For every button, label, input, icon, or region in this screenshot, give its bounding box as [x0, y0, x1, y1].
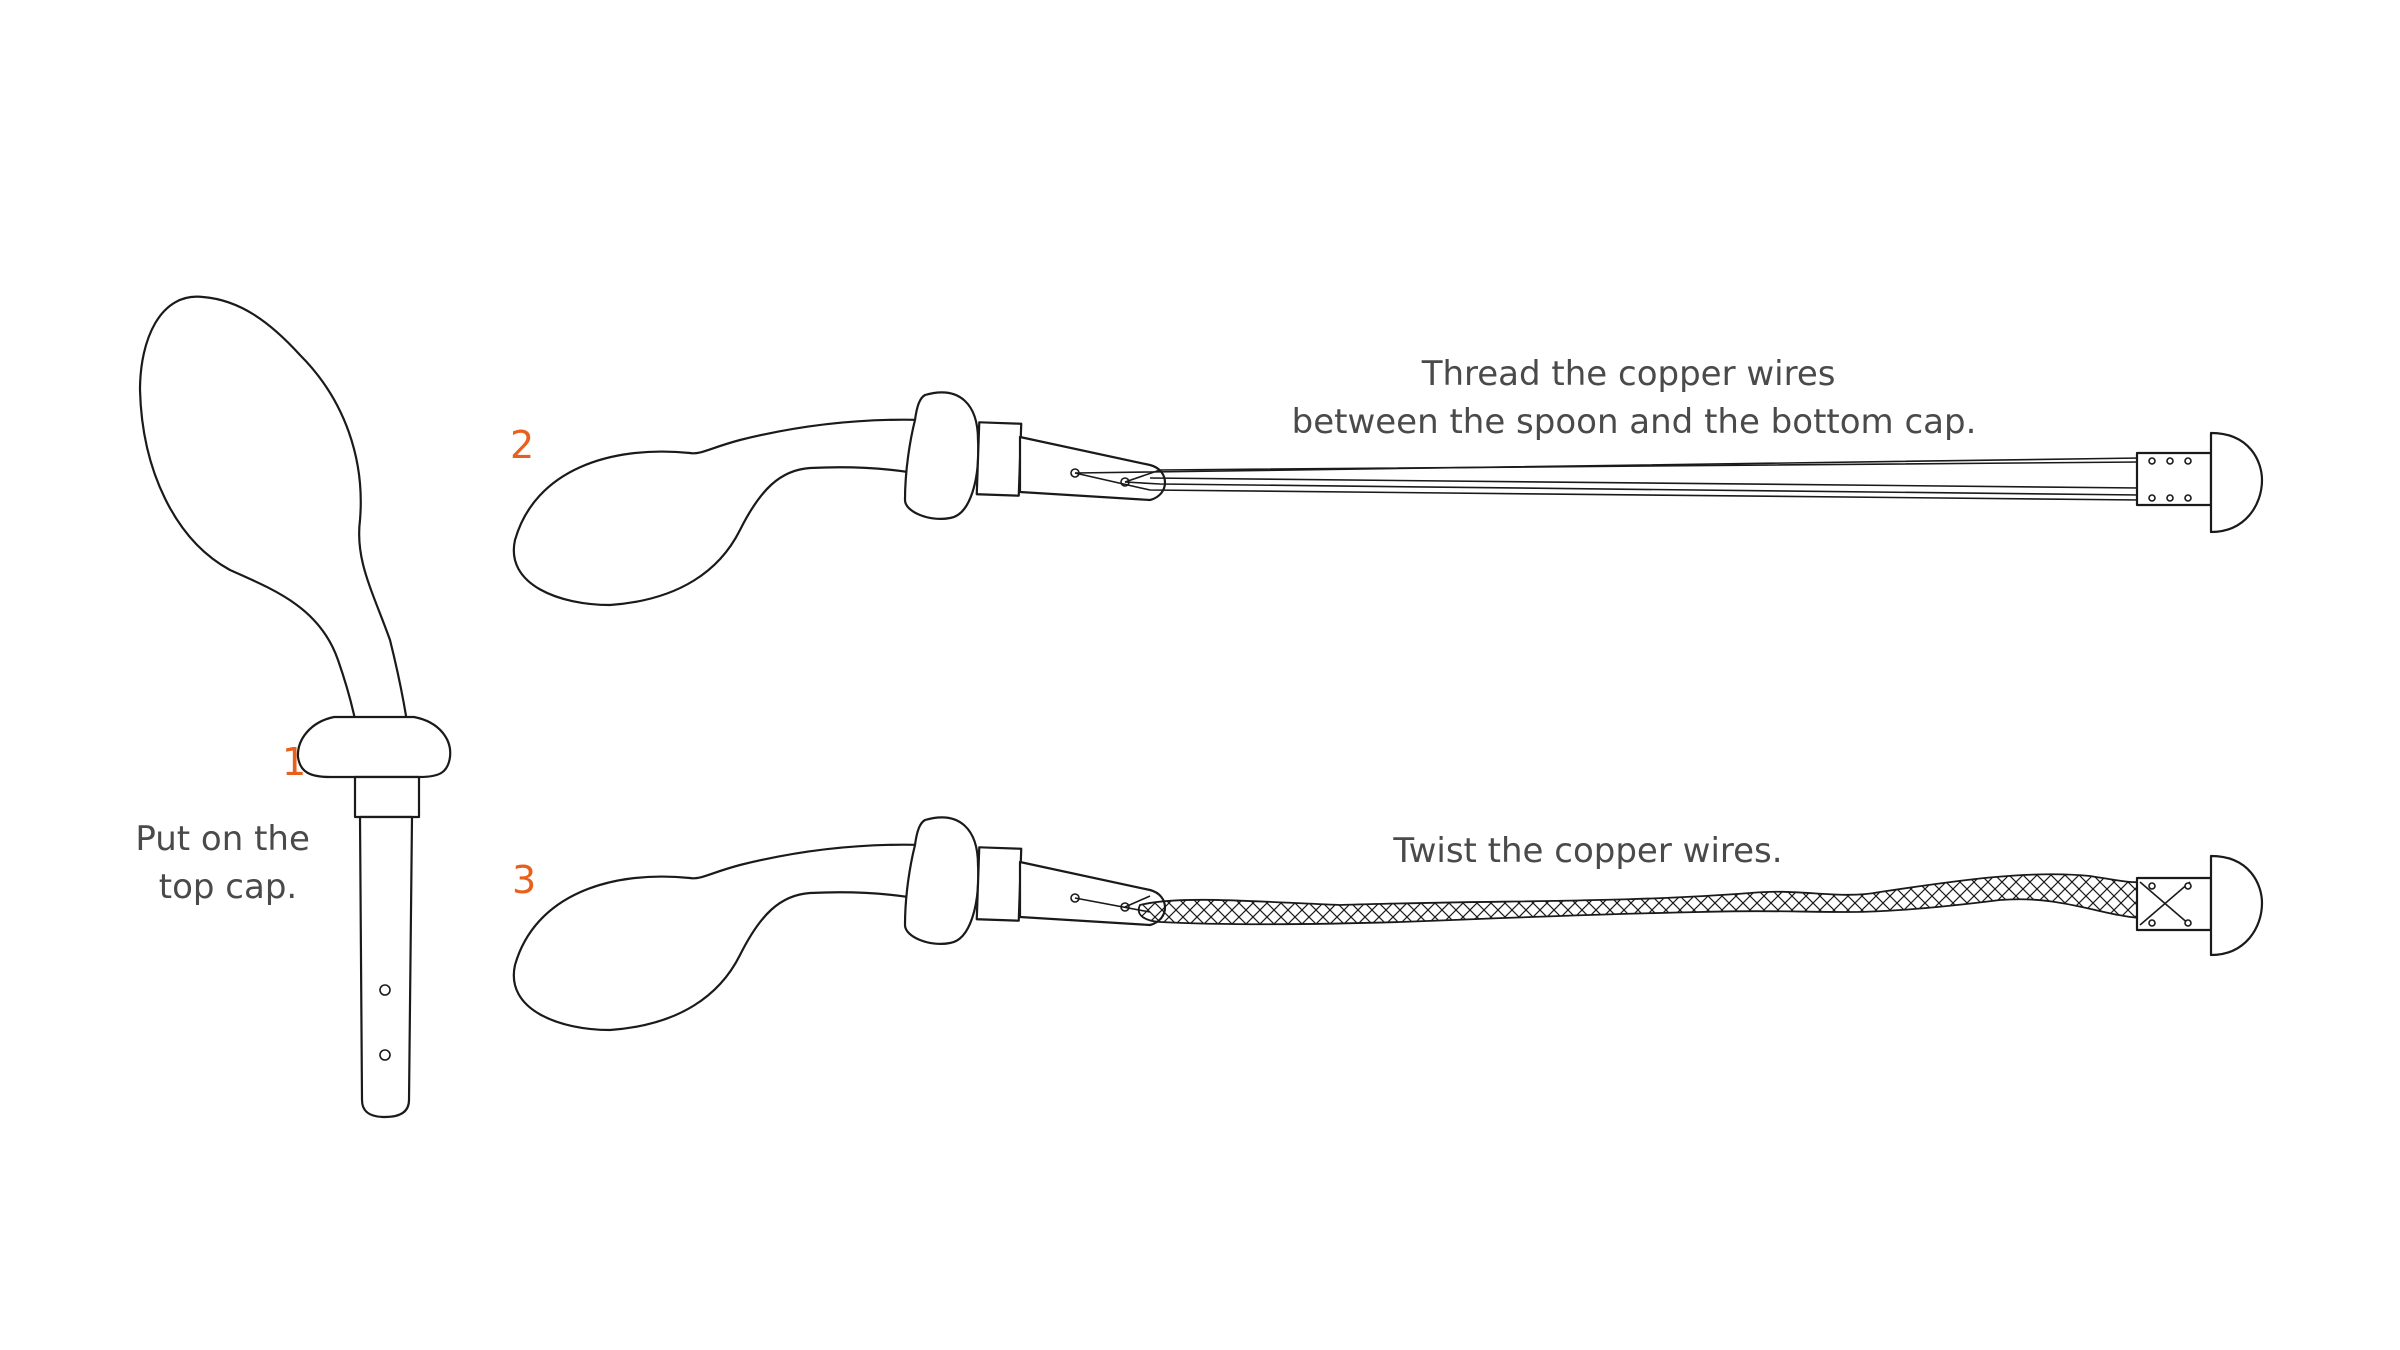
step-2-bottom-cap	[2209, 431, 2264, 534]
step-1-handle-hole-upper	[379, 984, 391, 996]
step-3-number: 3	[512, 858, 536, 902]
step-2-collar	[975, 421, 1023, 497]
step-2-illustration	[512, 391, 2264, 607]
step-1-caption: Put on the top cap.	[135, 819, 320, 907]
step-1-number: 1	[282, 740, 306, 784]
step-1-collar	[353, 775, 421, 819]
step-2-spoon-bowl	[512, 418, 927, 607]
step-3-spoon-bowl	[512, 843, 927, 1032]
step-3-bottom-cap-collar	[2135, 876, 2213, 932]
step-2-top-cap	[903, 391, 980, 520]
step-3-top-cap	[903, 816, 980, 945]
step-1-handle-hole-lower	[379, 1049, 391, 1061]
step-1-handle	[358, 815, 414, 1119]
step-3-collar	[975, 846, 1023, 922]
step-3-illustration	[512, 816, 2264, 1032]
step-3-bottom-cap	[2209, 854, 2264, 957]
step-2-caption: Thread the copper wires between the spoo…	[1292, 354, 1977, 442]
step-2-number: 2	[510, 423, 534, 467]
step-3-twisted-wire-bundle	[1137, 873, 2141, 926]
step-1-top-cap	[296, 715, 452, 779]
step-3-caption: Twist the copper wires.	[1392, 831, 1782, 871]
step-1-spoon-bowl	[138, 295, 414, 762]
step-2-handle	[1018, 435, 1166, 502]
step-2-copper-wires	[1074, 457, 2141, 501]
step-2-bottom-cap-collar	[2135, 451, 2213, 507]
step-1-illustration	[138, 295, 452, 1119]
